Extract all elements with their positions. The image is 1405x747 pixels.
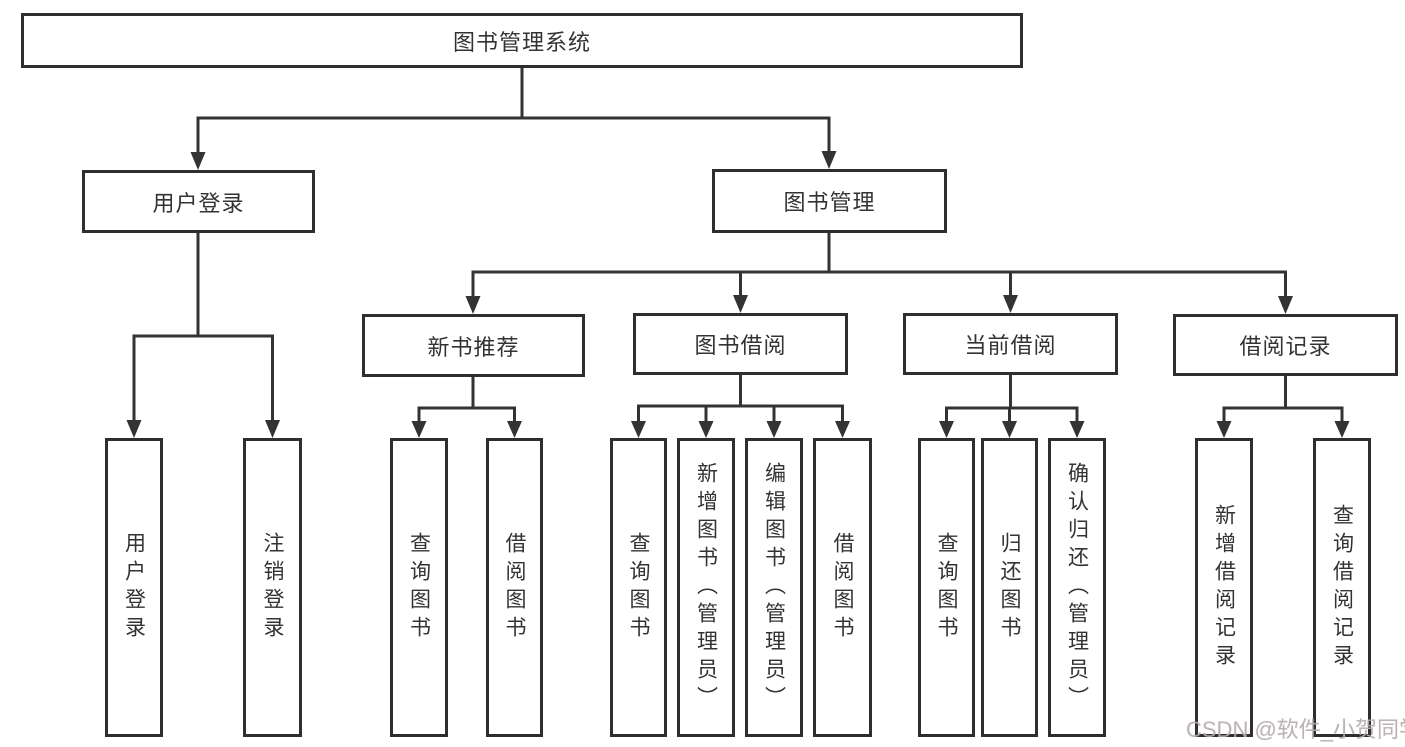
leaf-logout-label: 注销登录 [261,531,284,644]
leaf-confirm-return-admin-label: 确认归还（管理员） [1065,461,1089,714]
leaf-borrow-books-2-label: 借阅图书 [831,531,854,644]
leaf-query-books-1-label: 查询图书 [407,531,431,644]
leaf-user-login-label: 用户登录 [122,531,146,644]
leaf-borrow-books-2: 借阅图书 [813,438,872,737]
node-current-borrow-label: 当前借阅 [964,333,1057,358]
leaf-user-login: 用户登录 [105,438,163,737]
node-user-login-label: 用户登录 [152,190,245,216]
leaf-return-books-label: 归还图书 [998,531,1021,644]
leaf-borrow-books-1: 借阅图书 [486,438,543,737]
node-book-borrow-label: 图书借阅 [694,333,787,358]
leaf-query-books-3-label: 查询图书 [935,531,958,644]
node-book-management: 图书管理 [712,169,947,233]
node-user-login: 用户登录 [82,170,315,233]
node-borrow-records: 借阅记录 [1173,314,1398,376]
node-root: 图书管理系统 [21,13,1023,68]
leaf-query-borrow-record-label: 查询借阅记录 [1330,503,1354,672]
leaf-query-books-3: 查询图书 [918,438,975,737]
node-new-book-recommend: 新书推荐 [362,314,585,377]
leaf-query-borrow-record: 查询借阅记录 [1313,438,1371,737]
leaf-borrow-books-1-label: 借阅图书 [503,531,526,644]
leaf-return-books: 归还图书 [981,438,1038,737]
node-root-label: 图书管理系统 [452,29,591,55]
leaf-add-books-admin-label: 新增图书（管理员） [694,461,718,714]
leaf-query-books-2-label: 查询图书 [627,531,650,644]
leaf-logout: 注销登录 [243,438,302,737]
node-book-management-label: 图书管理 [783,190,876,215]
leaf-add-books-admin: 新增图书（管理员） [677,438,735,737]
leaf-edit-books-admin: 编辑图书（管理员） [745,438,803,737]
leaf-add-borrow-record: 新增借阅记录 [1195,438,1253,737]
leaf-edit-books-admin-label: 编辑图书（管理员） [762,461,786,714]
leaf-confirm-return-admin: 确认归还（管理员） [1048,438,1106,737]
csdn-watermark: CSDN @软件_小贺同学 [1186,717,1405,742]
node-book-borrow: 图书借阅 [633,313,848,375]
leaf-query-books-2: 查询图书 [610,438,667,737]
node-borrow-records-label: 借阅记录 [1239,334,1332,359]
node-new-book-recommend-label: 新书推荐 [427,334,520,360]
leaf-add-borrow-record-label: 新增借阅记录 [1212,503,1236,672]
leaf-query-books-1: 查询图书 [390,438,448,737]
node-current-borrow: 当前借阅 [903,313,1118,375]
